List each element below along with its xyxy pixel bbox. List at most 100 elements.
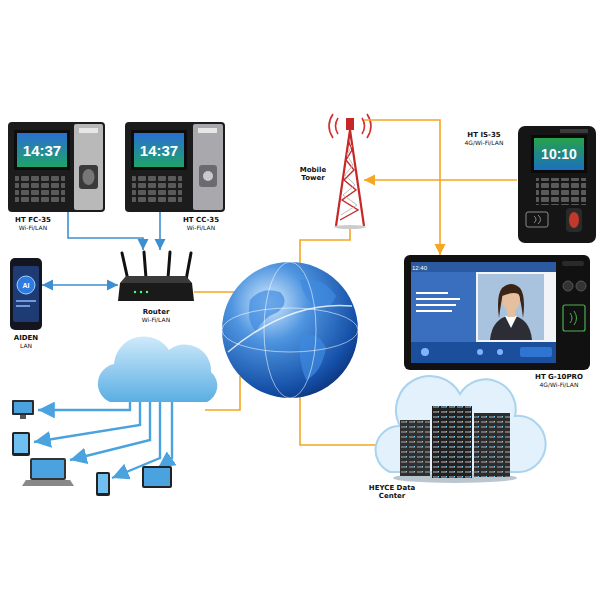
device-name: Mobile Tower — [296, 166, 330, 182]
router-illustration — [118, 283, 194, 301]
device-node: HT IS-354G/Wi-Fi/LAN — [517, 125, 597, 243]
cloud-illustration — [96, 472, 110, 496]
cloud-illustration — [20, 415, 26, 419]
is35-terminal — [518, 126, 596, 243]
router-illustration — [118, 252, 194, 301]
device-name: HT IS-35 — [455, 131, 513, 139]
fc35-terminal — [83, 169, 95, 185]
is35-terminal — [534, 138, 584, 170]
g10pro-terminal — [562, 261, 584, 266]
device-name: HEYCE Data Center — [365, 484, 419, 500]
data-center-illustration — [474, 413, 510, 477]
fc35-terminal — [14, 130, 70, 170]
device-label: HT G-10PRO4G/Wi-Fi/LAN — [528, 373, 590, 389]
g10pro-terminal — [404, 255, 590, 370]
g10pro-terminal — [497, 349, 503, 355]
device-node: AIDENLAN — [10, 258, 42, 330]
connection-type: 4G/Wi-Fi/LAN — [528, 381, 590, 389]
cc35-terminal — [193, 124, 223, 210]
router-illustration — [186, 253, 191, 280]
device-label: HT CC-35Wi-Fi/LAN — [175, 216, 227, 232]
device-node: HT G-10PRO4G/Wi-Fi/LAN — [404, 255, 590, 370]
aiden-terminal — [10, 258, 42, 330]
is35-terminal — [566, 208, 582, 232]
cloud-illustration — [14, 402, 32, 413]
device-node: Mobile Tower — [336, 108, 364, 228]
cloud-illustration — [142, 466, 172, 488]
is35-terminal — [526, 212, 548, 227]
cloud-illustration — [32, 460, 64, 478]
device-name: HT G-10PRO — [528, 373, 590, 381]
cloud-illustration — [34, 402, 140, 442]
g10pro-terminal — [498, 284, 524, 318]
device-label: RouterWi-Fi/LAN — [128, 308, 184, 324]
is35-terminal — [534, 215, 541, 224]
fc35-terminal — [79, 165, 98, 189]
g10pro-terminal — [576, 281, 586, 291]
screen-text: 10:10 — [534, 138, 584, 170]
device-name: Router — [128, 308, 184, 316]
cloud-illustration — [144, 468, 170, 486]
network-link — [42, 284, 118, 286]
mobile-tower — [329, 114, 371, 229]
data-center-illustration — [432, 406, 472, 478]
g10pro-terminal — [570, 311, 577, 325]
cc35-terminal — [199, 165, 217, 187]
g10pro-terminal — [416, 298, 460, 300]
mobile-tower — [340, 140, 358, 220]
connection-type: Wi-Fi/LAN — [8, 224, 58, 232]
data-center-illustration — [400, 420, 430, 476]
globe-illustration — [228, 305, 352, 352]
device-label: HT IS-354G/Wi-Fi/LAN — [455, 131, 513, 147]
network-link — [159, 212, 161, 250]
mobile-tower — [350, 130, 364, 226]
router-illustration — [140, 291, 142, 293]
screen-text: AI — [17, 279, 35, 291]
router-illustration — [122, 252, 191, 280]
cloud-illustration — [12, 400, 34, 415]
connection-type: LAN — [5, 342, 47, 350]
g10pro-terminal — [478, 274, 544, 340]
globe-illustration — [300, 335, 326, 381]
device-label: HT FC-35Wi-Fi/LAN — [8, 216, 58, 232]
fc35-terminal — [8, 122, 105, 212]
cloud-illustration — [30, 458, 66, 480]
g10pro-terminal — [563, 281, 573, 291]
aiden-terminal — [16, 300, 36, 302]
data-center-illustration — [376, 376, 546, 483]
g10pro-terminal — [411, 262, 556, 363]
internet-wire — [300, 228, 350, 263]
fc35-terminal — [74, 124, 103, 210]
g10pro-terminal — [490, 315, 532, 340]
cloud-illustration — [14, 434, 28, 453]
g10pro-terminal — [416, 292, 448, 294]
device-name: HT FC-35 — [8, 216, 58, 224]
fc35-terminal — [15, 175, 65, 204]
device-label: HEYCE Data Center — [365, 484, 419, 500]
g10pro-terminal — [505, 316, 517, 328]
fc35-terminal — [17, 133, 67, 167]
router-illustration — [122, 253, 128, 280]
device-node: RouterWi-Fi/LAN — [118, 250, 194, 305]
is35-terminal — [569, 212, 579, 228]
device-node: HT CC-35Wi-Fi/LAN — [125, 122, 225, 212]
router-illustration — [120, 276, 192, 283]
connection-type: 4G/Wi-Fi/LAN — [455, 139, 513, 147]
fc35-terminal — [8, 122, 105, 212]
data-center-illustration — [474, 413, 510, 477]
screen-text: 12:40 — [412, 263, 438, 272]
cc35-terminal — [125, 122, 225, 212]
g10pro-terminal — [416, 304, 456, 306]
g10pro-terminal — [404, 255, 590, 370]
g10pro-terminal — [563, 305, 585, 331]
device-label: Mobile Tower — [296, 166, 330, 182]
cloud-illustration — [12, 336, 217, 496]
device-name: HT CC-35 — [175, 216, 227, 224]
g10pro-terminal — [520, 347, 552, 357]
is35-terminal — [536, 178, 586, 205]
aiden-terminal — [16, 305, 30, 307]
internet-wire — [194, 228, 385, 445]
device-node: HEYCE Data Center — [385, 390, 525, 482]
